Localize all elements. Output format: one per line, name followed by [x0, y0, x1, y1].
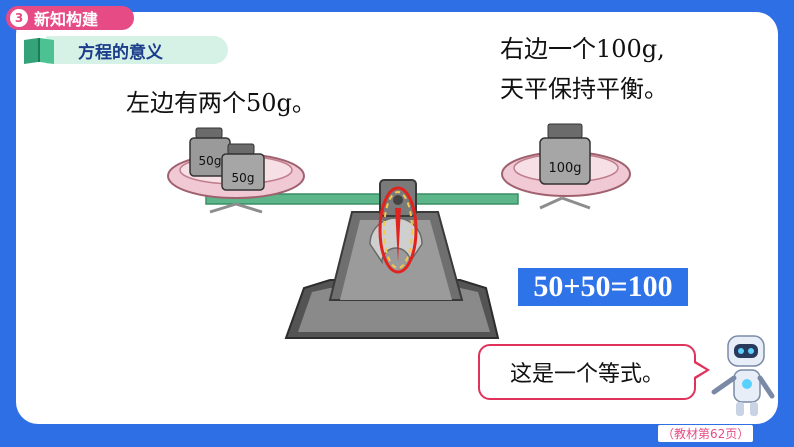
speech-bubble: 这是一个等式。	[478, 344, 710, 400]
weight-100g: 100g	[539, 123, 591, 185]
scale-beam	[205, 193, 519, 205]
left-caption: 左边有两个50g。	[126, 89, 316, 117]
section-badge: 3 新知构建	[6, 6, 134, 30]
section-number: 3	[10, 9, 28, 27]
weight-label: 50g	[232, 171, 255, 185]
robot-icon	[711, 335, 775, 416]
topic-bar: 方程的意义	[24, 36, 228, 64]
weight-50g-front: 50g	[221, 143, 265, 191]
right-caption-line1: 右边一个100g,	[500, 35, 665, 63]
weight-50g-back: 50g	[189, 127, 231, 177]
scale-pointer	[395, 208, 401, 262]
pointer-highlight	[378, 186, 418, 274]
book-icon	[24, 38, 54, 64]
right-caption-line2: 天平保持平衡。	[500, 75, 668, 103]
equation-box: 50+50=100	[518, 268, 688, 306]
topic-title: 方程的意义	[78, 42, 163, 63]
weight-label: 100g	[548, 161, 581, 176]
weight-label: 50g	[199, 154, 222, 168]
page-reference: （教材第62页）	[658, 425, 754, 442]
section-title: 新知构建	[34, 10, 99, 29]
